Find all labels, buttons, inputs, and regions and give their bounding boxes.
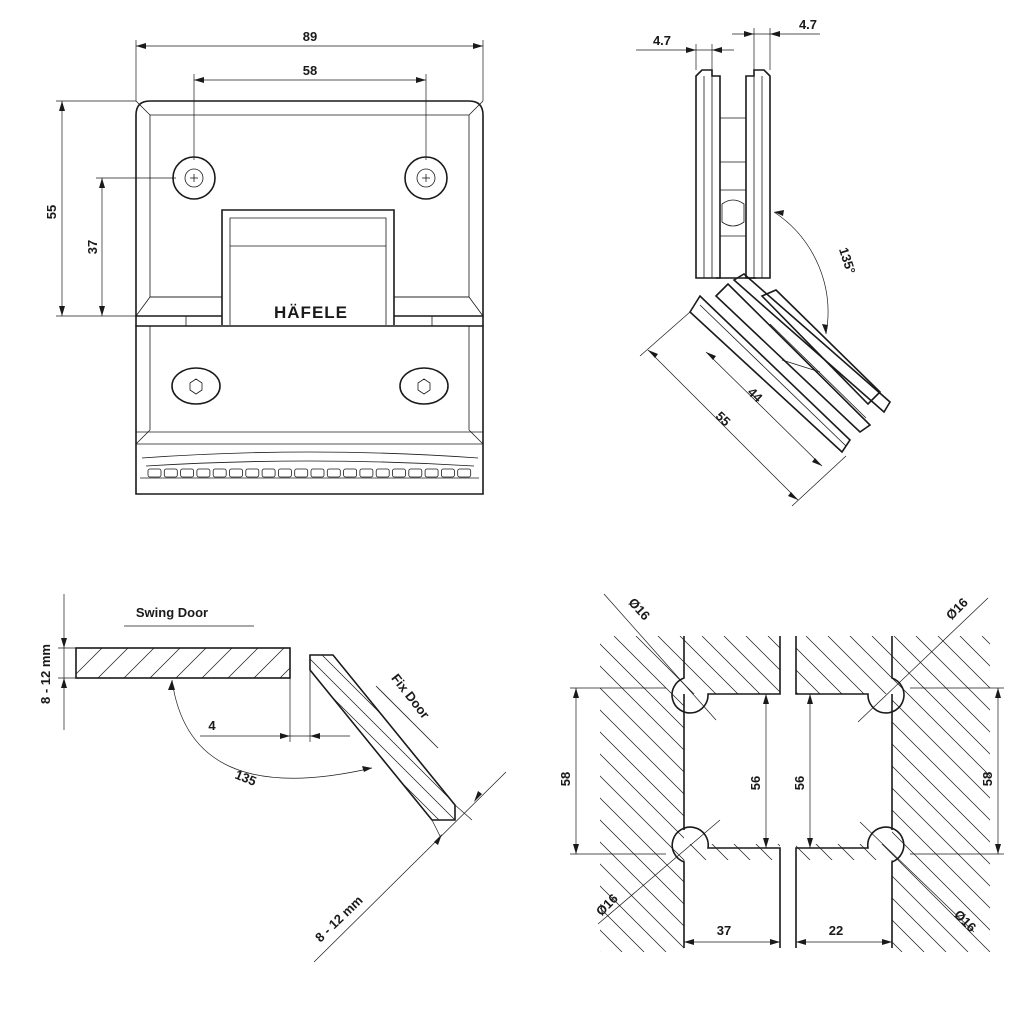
side-plate-left	[695, 69, 721, 279]
dim-outer-length: 55	[713, 408, 734, 429]
knuckle-cutout	[221, 209, 395, 325]
brand-logo: HÄFELE	[274, 303, 348, 322]
side-view: 4.7 4.7 135° 44 55	[636, 17, 892, 507]
dim-inner-length: 44	[745, 384, 766, 405]
screw-upper-left	[172, 156, 216, 200]
dim-left-inner: 56	[748, 776, 763, 790]
left-glass-edge	[671, 636, 781, 714]
lower-plate	[135, 325, 484, 495]
dim-right-width: 22	[829, 923, 843, 938]
side-plate-right	[745, 69, 771, 279]
right-cutout-bottom	[795, 826, 905, 948]
dim-side-angle: 135°	[836, 246, 859, 276]
front-view: HÄFELE	[44, 29, 484, 495]
dim-glass-right: 4.7	[799, 17, 817, 32]
screw-upper-right	[404, 156, 448, 200]
label-fix-door: Fix Door	[388, 671, 432, 722]
upper-plate	[135, 100, 484, 317]
cutout-detail: Ø16 Ø16 Ø16 Ø16 58 56 56 58 37	[558, 593, 1004, 952]
dim-dia-bottom-right: Ø16	[951, 907, 979, 935]
screw-lower-left	[171, 367, 221, 405]
screw-lower-right	[399, 367, 449, 405]
right-glass-edge	[795, 636, 905, 714]
side-plate-angled	[688, 294, 852, 454]
dim-swing-thickness: 8 - 12 mm	[38, 644, 53, 704]
door-layout: Swing Door Fix Door 8 - 12 mm 4 135	[38, 594, 507, 963]
dim-left-outer: 58	[558, 772, 573, 786]
swing-door-glass	[75, 647, 291, 679]
left-cutout-bottom	[671, 826, 781, 948]
seal-strip	[147, 468, 472, 478]
dim-door-angle: 135	[233, 767, 259, 789]
dim-height: 55	[44, 205, 59, 219]
dim-right-outer: 58	[980, 772, 995, 786]
fix-door-glass	[309, 654, 456, 821]
dim-right-inner: 56	[792, 776, 807, 790]
dim-glass-left: 4.7	[653, 33, 671, 48]
dim-hole-spacing: 58	[303, 63, 317, 78]
dim-hole-height: 37	[85, 240, 100, 254]
label-swing-door: Swing Door	[136, 605, 208, 620]
dim-width: 89	[303, 29, 317, 44]
dim-dia-bottom-left: Ø16	[593, 891, 621, 919]
dim-dia-top-left: Ø16	[626, 595, 654, 623]
dim-gap: 4	[208, 718, 216, 733]
dim-left-width: 37	[717, 923, 731, 938]
